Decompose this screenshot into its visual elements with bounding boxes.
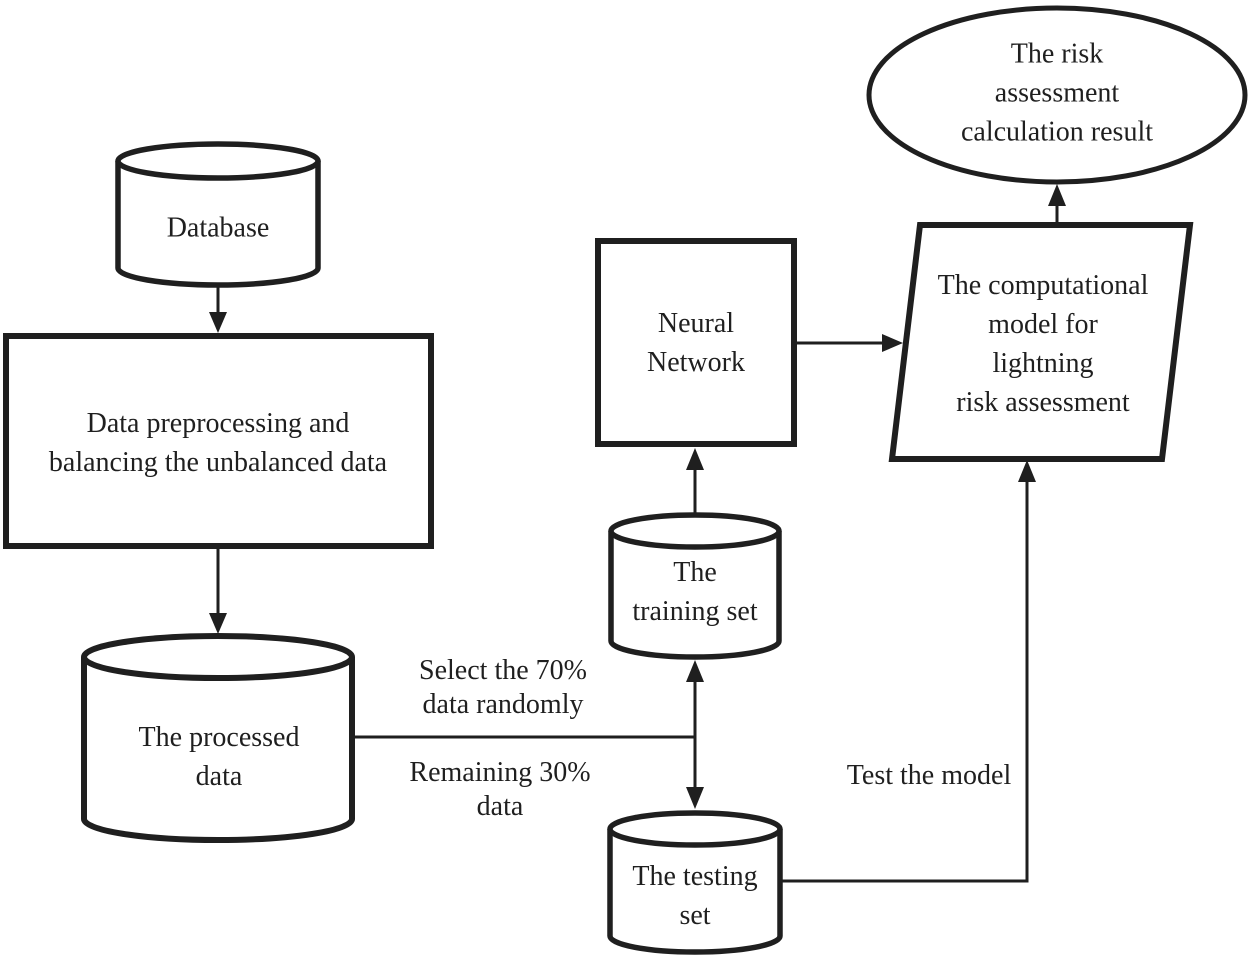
neural-network-box	[595, 238, 797, 447]
preprocess-label: Data preprocessing and balancing the unb…	[48, 408, 388, 478]
arrow-training-set-to-neural-network	[686, 448, 704, 515]
arrow-testing-set-to-model	[780, 460, 1036, 883]
arrow-preprocess-to-processed-data	[209, 549, 227, 634]
test-the-model-label: Test the model	[846, 760, 1012, 791]
neural-network-label: Neural Network	[647, 308, 745, 378]
result-ellipse	[866, 5, 1248, 185]
preprocess-box	[3, 333, 434, 549]
testing-set-cylinder	[607, 810, 783, 955]
processed-data-cylinder	[81, 633, 355, 843]
select-70-percent-label: Select the 70% data randomly	[419, 655, 587, 720]
arrow-database-to-preprocess	[209, 285, 227, 333]
arrow-neural-network-to-model	[797, 334, 903, 352]
arrow-model-to-result	[1048, 184, 1066, 225]
model-parallelogram	[888, 222, 1194, 462]
model-label: The computational model for lightning ri…	[937, 270, 1149, 418]
training-set-label: The training set	[632, 557, 758, 627]
database-label: Database	[166, 212, 270, 244]
result-label: The risk assessment calculation result	[960, 38, 1154, 148]
testing-set-label: The testing set	[632, 861, 758, 931]
arrow-split-to-training-and-testing	[686, 660, 704, 809]
processed-data-label: The processed data	[138, 722, 300, 792]
remaining-30-percent-label: Remaining 30% data	[409, 757, 591, 822]
